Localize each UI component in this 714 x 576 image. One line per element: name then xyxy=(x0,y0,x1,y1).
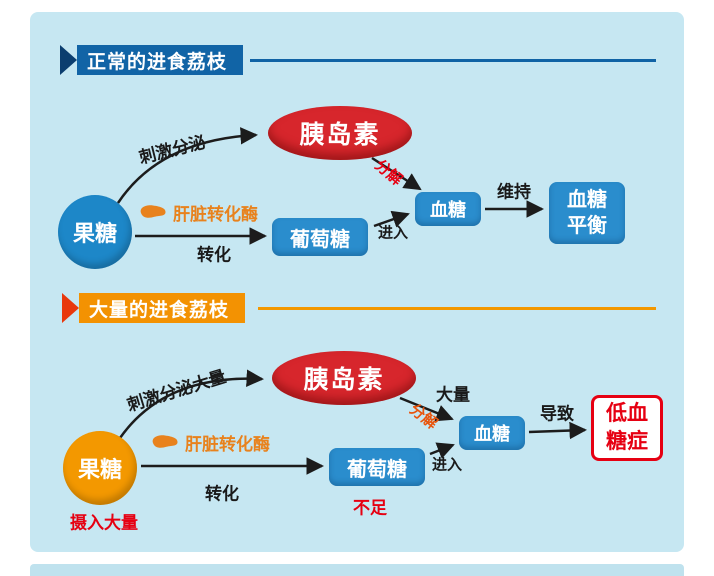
node-fructose-normal: 果糖 xyxy=(58,195,132,269)
label-enter-excess: 进入 xyxy=(431,456,463,474)
node-label-line2: 糖症 xyxy=(606,430,648,453)
node-glucose-excess: 葡萄糖 xyxy=(329,448,425,486)
node-label-line2: 平衡 xyxy=(567,215,607,237)
node-label: 胰岛素 xyxy=(299,121,381,149)
label-liver-enzyme-excess: 肝脏转化酶 xyxy=(150,430,270,455)
section2-banner: 大量的进食荔枝 xyxy=(62,293,246,323)
section2-divider xyxy=(258,307,656,310)
node-label: 血糖 xyxy=(474,424,510,444)
node-label: 葡萄糖 xyxy=(290,228,350,251)
node-hypoglycemia: 低血 糖症 xyxy=(591,395,663,461)
node-insulin-excess: 胰岛素 xyxy=(272,351,416,405)
banner-arrow-icon xyxy=(62,293,79,323)
label-convert-excess: 转化 xyxy=(205,484,239,504)
enzyme-text: 肝脏转化酶 xyxy=(185,435,270,454)
node-label-line1: 血糖 xyxy=(567,189,607,211)
node-label: 果糖 xyxy=(72,221,117,246)
label-liver-enzyme-normal: 肝脏转化酶 xyxy=(138,200,258,225)
section1-title: 正常的进食荔枝 xyxy=(77,45,244,75)
label-cause-excess: 导致 xyxy=(540,404,574,424)
node-label: 果糖 xyxy=(77,457,122,482)
label-glucose-note-excess: 不足 xyxy=(353,498,387,518)
node-balance-normal: 血糖 平衡 xyxy=(549,182,625,244)
bottom-strip xyxy=(30,564,684,576)
label-convert-normal: 转化 xyxy=(197,245,231,265)
liver-icon xyxy=(140,204,166,218)
node-bloodsugar-normal: 血糖 xyxy=(415,192,481,226)
node-fructose-excess: 果糖 xyxy=(63,431,137,505)
node-glucose-normal: 葡萄糖 xyxy=(272,218,368,256)
label-fructose-note-excess: 摄入大量 xyxy=(70,513,138,533)
label-enter-normal: 进入 xyxy=(377,224,409,242)
label-amount-excess: 大量 xyxy=(436,385,470,405)
enzyme-text: 肝脏转化酶 xyxy=(173,205,258,224)
node-label: 葡萄糖 xyxy=(347,458,407,481)
node-label: 血糖 xyxy=(430,200,466,220)
node-label-line1: 低血 xyxy=(606,401,648,425)
node-insulin-normal: 胰岛素 xyxy=(268,106,412,160)
section2-title: 大量的进食荔枝 xyxy=(79,293,246,323)
liver-icon xyxy=(152,434,178,448)
section1-divider xyxy=(250,59,656,62)
label-maintain-normal: 维持 xyxy=(497,182,531,202)
node-label: 胰岛素 xyxy=(303,366,385,394)
node-bloodsugar-excess: 血糖 xyxy=(459,416,525,450)
banner-arrow-icon xyxy=(60,45,77,75)
section1-banner: 正常的进食荔枝 xyxy=(60,45,244,75)
